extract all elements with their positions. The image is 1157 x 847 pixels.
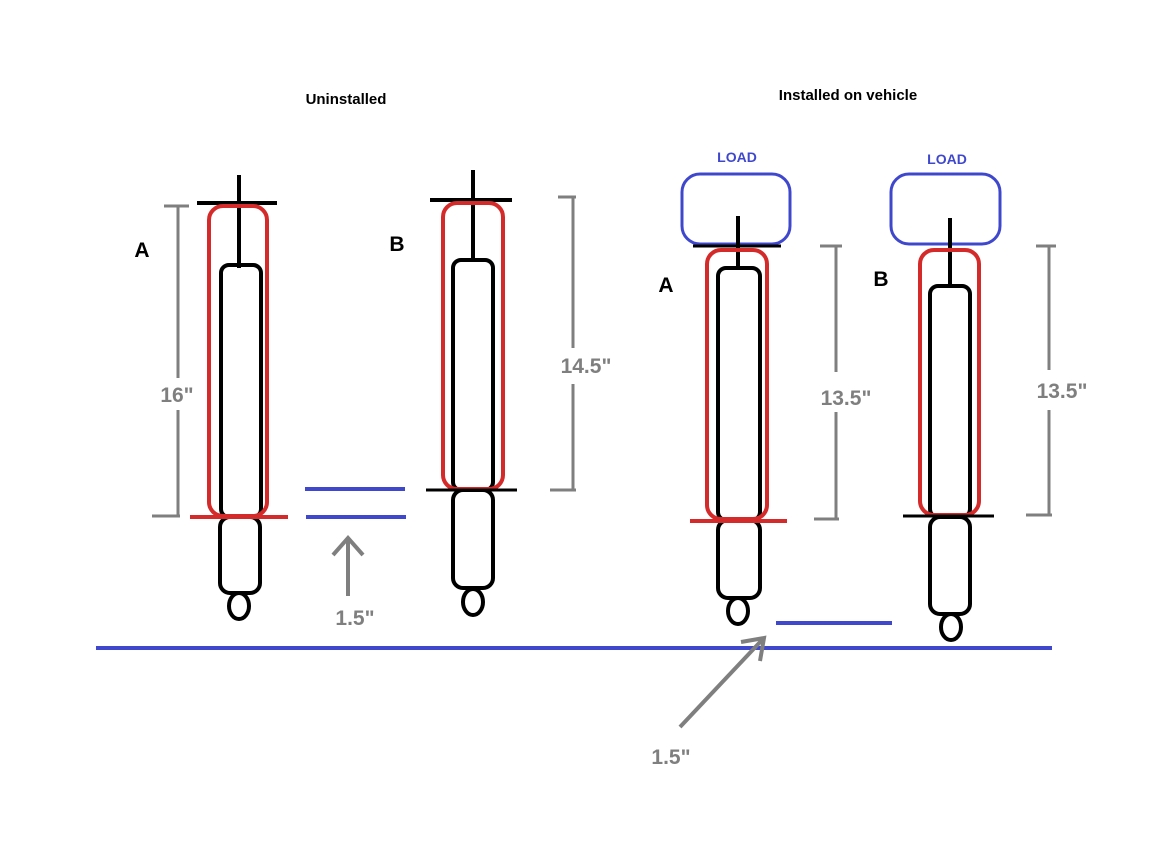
installed-label-a: A <box>658 274 673 297</box>
uninstalled-a-dimension <box>152 204 189 518</box>
installed-label-b: B <box>873 268 888 291</box>
uninstalled-a-length-label: 16" <box>160 384 193 407</box>
installed-shock-a <box>680 172 792 626</box>
installed-title: Installed on vehicle <box>779 87 917 104</box>
uninstalled-offset-arrow <box>331 534 365 596</box>
uninstalled-b-dimension <box>550 195 576 492</box>
shock-lower-body <box>928 515 972 616</box>
load-box <box>889 172 1002 246</box>
installed-shock-b <box>889 172 1002 642</box>
installed-a-load-label: LOAD <box>717 149 757 165</box>
uninstalled-shock-b <box>426 170 517 617</box>
installed-offset-arrow <box>678 635 767 729</box>
installed-offset-label: 1.5" <box>651 746 690 769</box>
shock-body <box>219 263 263 519</box>
mount-eye <box>227 591 251 621</box>
shock-lower-body <box>716 518 762 600</box>
installed-b-length-label: 13.5" <box>1037 380 1088 403</box>
uninstalled-b-length-label: 14.5" <box>561 355 612 378</box>
uninstalled-label-b: B <box>389 233 404 256</box>
mount-eye <box>939 612 963 642</box>
installed-b-dimension <box>1026 244 1056 517</box>
shock-body <box>928 284 972 519</box>
mount-eye <box>461 587 485 617</box>
installed-b-load-label: LOAD <box>927 151 967 167</box>
shock-body <box>716 266 762 522</box>
installed-a-dimension <box>814 244 842 521</box>
shock-body <box>451 258 495 492</box>
shock-lower-body <box>451 488 495 590</box>
shock-lower-body <box>218 515 262 595</box>
uninstalled-shock-a <box>190 175 288 621</box>
mount-eye <box>726 596 750 626</box>
uninstalled-offset-label: 1.5" <box>335 607 374 630</box>
installed-a-length-label: 13.5" <box>821 387 872 410</box>
uninstalled-label-a: A <box>134 239 149 262</box>
uninstalled-title: Uninstalled <box>306 91 387 108</box>
